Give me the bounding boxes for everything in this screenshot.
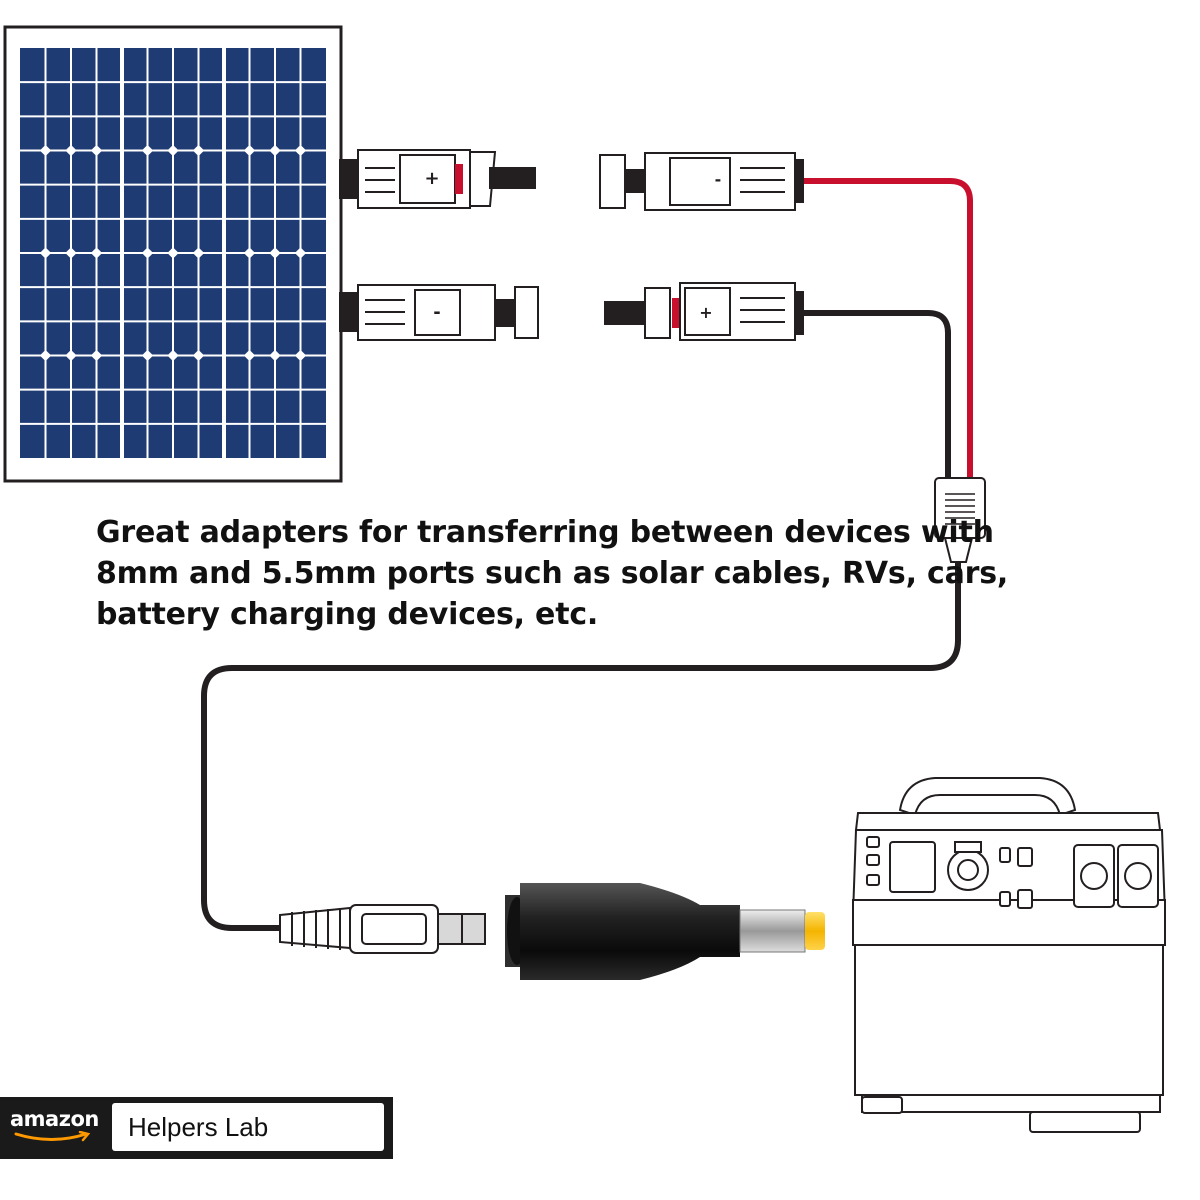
cell-corner-gap	[141, 144, 154, 157]
portable-power-station	[851, 777, 1167, 1133]
store-name: Helpers Lab	[112, 1103, 384, 1151]
cell-corner-gap	[39, 349, 52, 362]
positive-symbol: +	[424, 168, 439, 189]
solar-panel	[3, 25, 343, 483]
mc4-connector-panel-negative: -	[339, 284, 539, 341]
caption-line-3: battery charging devices, etc.	[96, 597, 599, 632]
mode-button-icon	[866, 854, 880, 866]
cell-corner-gap	[192, 144, 205, 157]
amazon-smile-icon	[14, 1131, 91, 1142]
cell-corner-gap	[141, 349, 154, 362]
cell-corner-gap	[294, 144, 307, 157]
power-button-icon	[866, 836, 880, 848]
light-button-icon	[866, 874, 880, 886]
y-splitter	[934, 477, 986, 563]
amazon-logo: amazon	[10, 1107, 99, 1131]
cell-corner-gap	[243, 144, 256, 157]
cables	[201, 178, 973, 931]
caption-line-1: Great adapters for transferring between …	[96, 515, 994, 550]
lcd-screen	[889, 841, 936, 893]
cell-corner-gap	[141, 247, 154, 259]
cell-corner-gap	[269, 247, 281, 259]
mc4-connector-panel-positive: +	[339, 149, 536, 209]
positive-symbol: +	[699, 303, 712, 322]
cell-corner-gap	[167, 349, 179, 362]
description-caption: Great adapters for transferring between …	[96, 512, 1009, 635]
cell-corner-gap	[269, 144, 281, 157]
black-cable-main	[201, 557, 961, 931]
amazon-store-badge: amazon Helpers Lab	[0, 1097, 393, 1159]
negative-symbol: -	[433, 302, 440, 323]
cell-corner-gap	[39, 247, 52, 259]
cell-corner-gap	[294, 349, 307, 362]
negative-symbol: -	[715, 170, 722, 189]
cell-corner-gap	[167, 144, 179, 157]
black-cable-upper	[797, 310, 951, 483]
8mm-plug	[279, 904, 486, 954]
cell-corner-gap	[192, 247, 205, 259]
caption-line-2: 8mm and 5.5mm ports such as solar cables…	[96, 556, 1009, 591]
cell-corner-gap	[243, 247, 256, 259]
solar-cells	[20, 48, 326, 458]
cell-corner-gap	[192, 349, 205, 362]
dc-barrel-adapter	[505, 883, 825, 980]
cell-corner-gap	[269, 349, 281, 362]
mc4-connector-cable-positive: +	[604, 282, 804, 341]
cell-corner-gap	[243, 349, 256, 362]
red-cable	[797, 178, 973, 483]
cell-corner-gap	[39, 144, 52, 157]
mc4-connector-cable-negative: -	[599, 152, 804, 211]
cell-corner-gap	[167, 247, 179, 259]
cell-corner-gap	[294, 247, 307, 259]
